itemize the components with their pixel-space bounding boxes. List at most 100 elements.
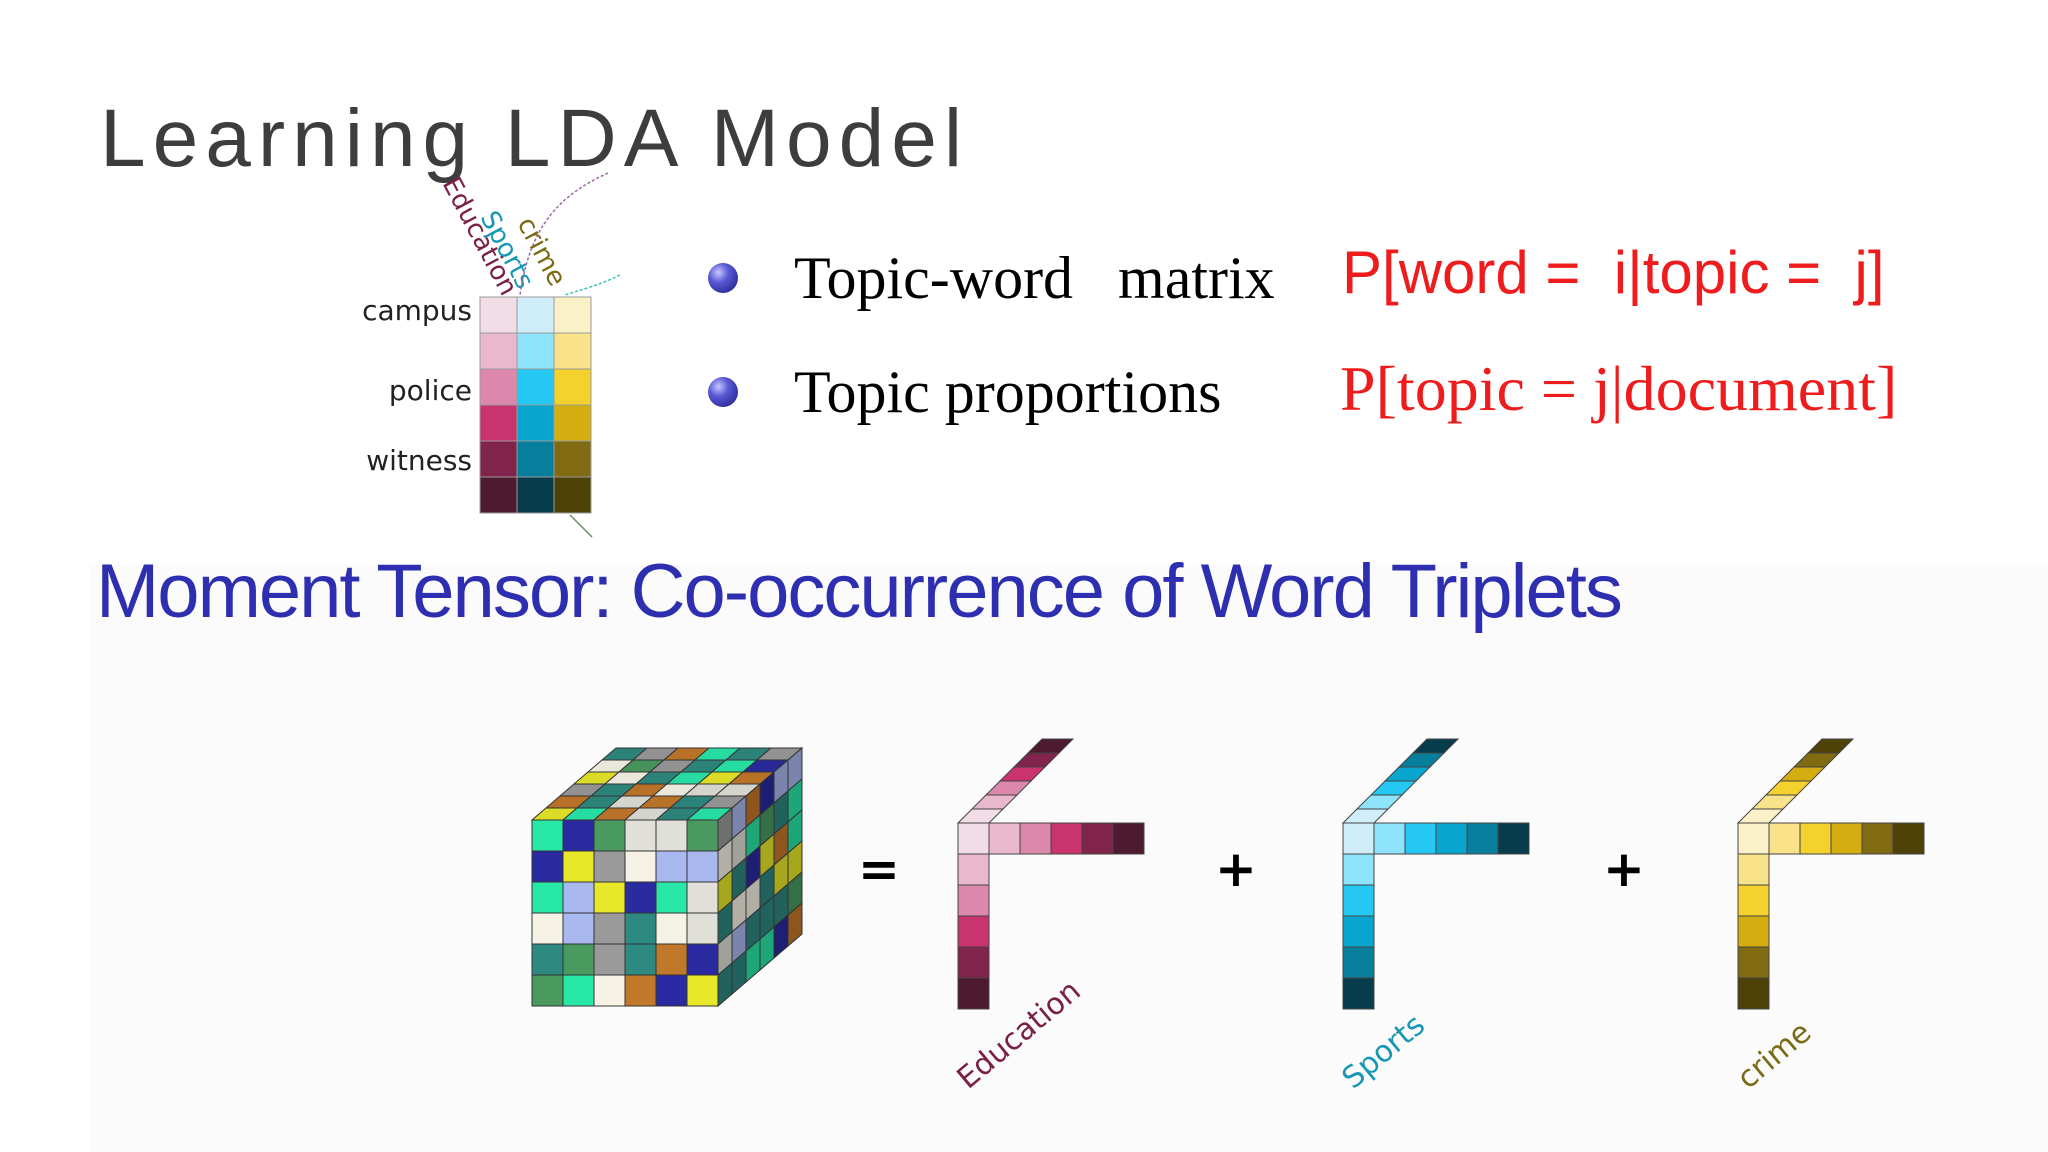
factor-cell xyxy=(1737,853,1770,886)
cube-front-cell xyxy=(624,943,657,976)
factor-cell xyxy=(1737,977,1770,1010)
cube-front-cell xyxy=(655,881,688,914)
moment-tensor-cube xyxy=(530,746,804,1008)
matrix-cell xyxy=(479,440,518,478)
cube-front-cell xyxy=(593,974,626,1007)
cube-front-cell xyxy=(593,912,626,945)
factor-cell xyxy=(1830,822,1863,855)
cube-front-cell xyxy=(562,912,595,945)
factor-cell xyxy=(957,822,990,855)
cube-front-cell xyxy=(562,881,595,914)
cube-front-cell xyxy=(686,881,719,914)
factor-cell xyxy=(1466,822,1499,855)
matrix-cell xyxy=(516,440,555,478)
cube-front-cell xyxy=(686,912,719,945)
cube-front-cell xyxy=(593,943,626,976)
factor-cell xyxy=(1342,946,1375,979)
topic-curve xyxy=(519,172,609,296)
plus-sign: + xyxy=(1215,840,1257,898)
matrix-cell xyxy=(553,332,592,370)
factor-cell xyxy=(1342,884,1375,917)
factor-cell xyxy=(957,853,990,886)
factor-cell xyxy=(970,794,1019,810)
factor-cell xyxy=(998,766,1047,782)
cube-front-cell xyxy=(531,881,564,914)
factor-cell xyxy=(1026,738,1075,754)
factor-cell xyxy=(1342,853,1375,886)
plus-sign: + xyxy=(1603,840,1645,898)
factor-cell xyxy=(957,977,990,1010)
factor-cell xyxy=(1806,738,1855,754)
cube-front-cell xyxy=(655,850,688,883)
factor-cell xyxy=(1081,822,1114,855)
matrix-cell xyxy=(479,404,518,442)
factor-cell xyxy=(957,884,990,917)
cube-front-cell xyxy=(531,912,564,945)
factor-cell xyxy=(1342,915,1375,948)
factor-sports: Sports xyxy=(1336,738,1530,1096)
factor-cell xyxy=(957,946,990,979)
cube-front-cell xyxy=(562,943,595,976)
cube-front-cell xyxy=(655,943,688,976)
matrix-cell xyxy=(516,296,555,334)
cube-front-cell xyxy=(686,850,719,883)
matrix-cell xyxy=(479,368,518,406)
matrix-cell xyxy=(516,368,555,406)
cube-front-cell xyxy=(624,881,657,914)
factor-cell xyxy=(1373,822,1406,855)
cube-front-cell xyxy=(531,819,564,852)
bullet-icon xyxy=(708,377,738,407)
factor-cell xyxy=(1892,822,1925,855)
factor-cell xyxy=(1737,946,1770,979)
factor-label: Sports xyxy=(1336,1007,1432,1096)
bullet-icon xyxy=(708,263,738,293)
cube-front-cell xyxy=(624,850,657,883)
matrix-cell xyxy=(516,476,555,514)
factor-cell xyxy=(1342,822,1375,855)
factor-cell xyxy=(1799,822,1832,855)
factor-cell xyxy=(988,822,1021,855)
pointer-arrow xyxy=(569,514,593,538)
matrix-cell xyxy=(553,296,592,334)
cube-front-cell xyxy=(593,881,626,914)
factor-cell xyxy=(1736,808,1785,824)
word-label: witness xyxy=(366,444,472,477)
bullet-topic-word-matrix: Topic-word matrix xyxy=(708,238,1275,318)
matrix-cell xyxy=(553,368,592,406)
slide-title: Learning LDA Model xyxy=(100,93,970,184)
factor-cell xyxy=(1341,808,1390,824)
factor-crime: crime xyxy=(1731,738,1925,1096)
factor-cell xyxy=(956,808,1005,824)
cube-front-cell xyxy=(531,974,564,1007)
lower-panel-background xyxy=(90,565,2048,1152)
cube-front-cell xyxy=(562,850,595,883)
factor-cell xyxy=(1737,822,1770,855)
cube-front-cell xyxy=(562,974,595,1007)
factor-cell xyxy=(1750,794,1799,810)
factor-cell xyxy=(1404,822,1437,855)
factor-cell xyxy=(1768,822,1801,855)
factor-cell xyxy=(1861,822,1894,855)
cube-front-cell xyxy=(686,974,719,1007)
bullet-topic-proportions: Topic proportions xyxy=(708,352,1221,432)
factor-cell xyxy=(1383,766,1432,782)
factor-cell xyxy=(957,915,990,948)
bullet-label: Topic proportions xyxy=(794,358,1222,425)
cube-front-cell xyxy=(655,819,688,852)
matrix-cell xyxy=(553,404,592,442)
matrix-cell xyxy=(479,296,518,334)
word-label: campus xyxy=(362,294,472,327)
cube-front-cell xyxy=(624,819,657,852)
cube-front-cell xyxy=(562,819,595,852)
cube-front-cell xyxy=(686,819,719,852)
formula-topic-proportions: P[topic = j|document] xyxy=(1340,353,1898,424)
word-label: police xyxy=(389,374,472,407)
factor-cell xyxy=(1792,752,1841,768)
cube-front-cell xyxy=(655,974,688,1007)
factor-label: crime xyxy=(1731,1015,1818,1096)
factor-cell xyxy=(1764,780,1813,796)
factor-cell xyxy=(1355,794,1404,810)
factor-cell xyxy=(1737,915,1770,948)
cube-front-cell xyxy=(531,943,564,976)
